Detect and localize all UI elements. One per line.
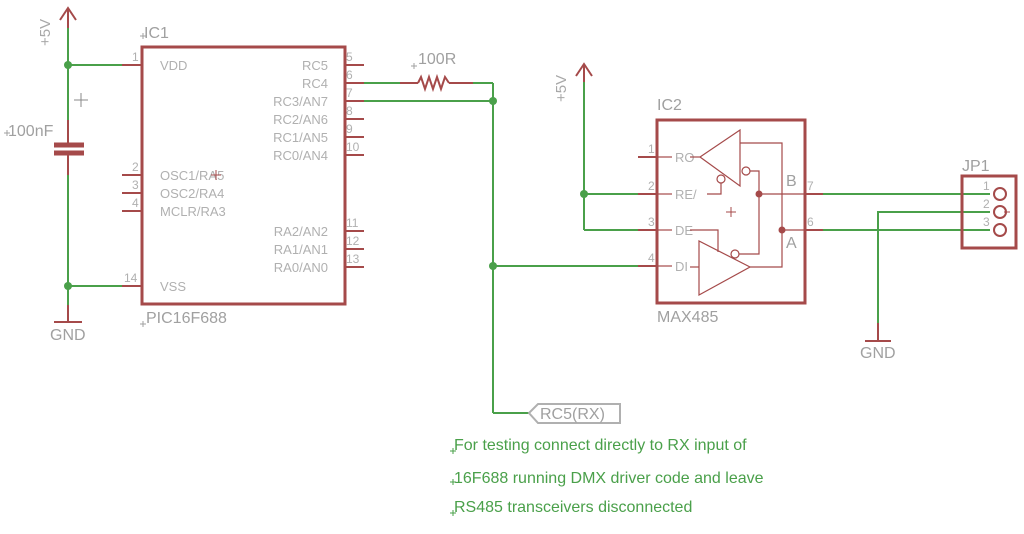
ic2-pin-num: 2 xyxy=(648,179,655,193)
ic2[interactable]: IC2 MAX485 1 RO 2 RE/ 3 DE 4 DI xyxy=(638,97,823,326)
supply-left-label: +5V xyxy=(37,19,54,46)
ic1-pin-name: VDD xyxy=(160,58,187,73)
supply-right: +5V xyxy=(553,62,593,102)
ic2-pin-num: 7 xyxy=(807,179,814,193)
origin-cross xyxy=(74,93,88,107)
jp1-pin-1 xyxy=(993,187,1007,201)
ic1-pin-name: VSS xyxy=(160,279,186,294)
ic1-pin-num: 11 xyxy=(346,216,359,230)
jp1-name: JP1 xyxy=(962,158,990,175)
jp1-pin-num: 3 xyxy=(983,215,990,229)
ic1-pin-num: 8 xyxy=(346,104,353,118)
net-label-text: RC5(RX) xyxy=(540,406,605,423)
ic2-pin-name: RO xyxy=(675,150,695,165)
note-line-2: 16F688 running DMX driver code and leave xyxy=(454,470,764,487)
jp1-pin-3 xyxy=(993,223,1007,237)
ic2-pin-name: B xyxy=(786,173,797,190)
ic2-pin-name: DE xyxy=(675,223,693,238)
ic1-pin-name: MCLR/RA3 xyxy=(160,204,226,219)
capacitor: 100nF xyxy=(4,120,84,175)
ic1-pin-name: RC1/AN5 xyxy=(273,130,328,145)
ic2-name: IC2 xyxy=(657,97,682,114)
ic1-pin-num: 9 xyxy=(346,122,353,136)
ic1-pin-name: RC3/AN7 xyxy=(273,94,328,109)
capacitor-label: 100nF xyxy=(8,123,54,140)
ic1-pin-name: OSC2/RA4 xyxy=(160,186,224,201)
jp1-pin-num: 2 xyxy=(983,197,990,211)
gnd-left: GND xyxy=(50,305,86,344)
ic1-pin-name: RC5 xyxy=(302,58,328,73)
ic2-pin-name: DI xyxy=(675,259,688,274)
ic1[interactable]: IC1 PIC16F688 1 VDD 2 OSC1/RA5 3 OSC2/RA… xyxy=(122,25,364,327)
resistor[interactable]: 100R xyxy=(400,51,473,93)
net-label-rc5-rx[interactable]: RC5(RX) xyxy=(527,403,621,424)
ic2-pin-name: RE/ xyxy=(675,187,697,202)
note-line-1: For testing connect directly to RX input… xyxy=(454,437,747,454)
gnd-right: GND xyxy=(860,323,896,362)
junction-rc3 xyxy=(489,97,497,105)
jp1-pin-num: 1 xyxy=(983,179,990,193)
ic1-pin-name: RA1/AN1 xyxy=(274,242,328,257)
ic2-pin-name: A xyxy=(786,235,797,252)
ic1-name: IC1 xyxy=(144,25,169,42)
supply-left: +5V xyxy=(37,6,77,46)
ic2-pin-num: 1 xyxy=(648,142,655,156)
ic1-pin-num: 13 xyxy=(346,252,360,266)
ic1-pin-name: RA2/AN2 xyxy=(274,224,328,239)
gnd-left-label: GND xyxy=(50,327,86,344)
ic1-pin-num: 1 xyxy=(132,50,139,64)
ic1-pin-num: 7 xyxy=(346,86,353,100)
ic1-pin-name: RC4 xyxy=(302,76,328,91)
ic1-pin-num: 3 xyxy=(132,178,139,192)
junction-vss xyxy=(64,282,72,290)
gnd-right-label: GND xyxy=(860,345,896,362)
ic1-pin-num: 10 xyxy=(346,140,360,154)
note-line-3: RS485 transceivers disconnected xyxy=(454,499,692,516)
ic1-pin-num: 14 xyxy=(124,271,138,285)
ic1-pin-num: 2 xyxy=(132,160,139,174)
ic1-pin-name: OSC1/RA5 xyxy=(160,168,224,183)
junction-vdd xyxy=(64,61,72,69)
ic2-pin-num: 3 xyxy=(648,215,655,229)
ic2-pin-num: 4 xyxy=(648,251,655,265)
ic1-value: PIC16F688 xyxy=(146,310,227,327)
ic1-pin-num: 5 xyxy=(346,50,353,64)
ic2-value: MAX485 xyxy=(657,309,718,326)
ic1-pin-name: RA0/AN0 xyxy=(274,260,328,275)
notes: For testing connect directly to RX input… xyxy=(450,437,764,516)
resistor-label: 100R xyxy=(418,51,456,68)
supply-right-label: +5V xyxy=(553,75,570,102)
ic1-pin-name: RC0/AN4 xyxy=(273,148,328,163)
wire-jp1-gnd xyxy=(877,211,990,323)
ic1-pin-num: 6 xyxy=(346,68,353,82)
ic1-pin-num: 12 xyxy=(346,234,360,248)
ic2-pin-num: 6 xyxy=(807,215,814,229)
ic1-pin-name: RC2/AN6 xyxy=(273,112,328,127)
ic1-pin-num: 4 xyxy=(132,196,139,210)
jp1[interactable]: JP1 1 2 3 xyxy=(960,158,1018,250)
junction-re xyxy=(580,190,588,198)
